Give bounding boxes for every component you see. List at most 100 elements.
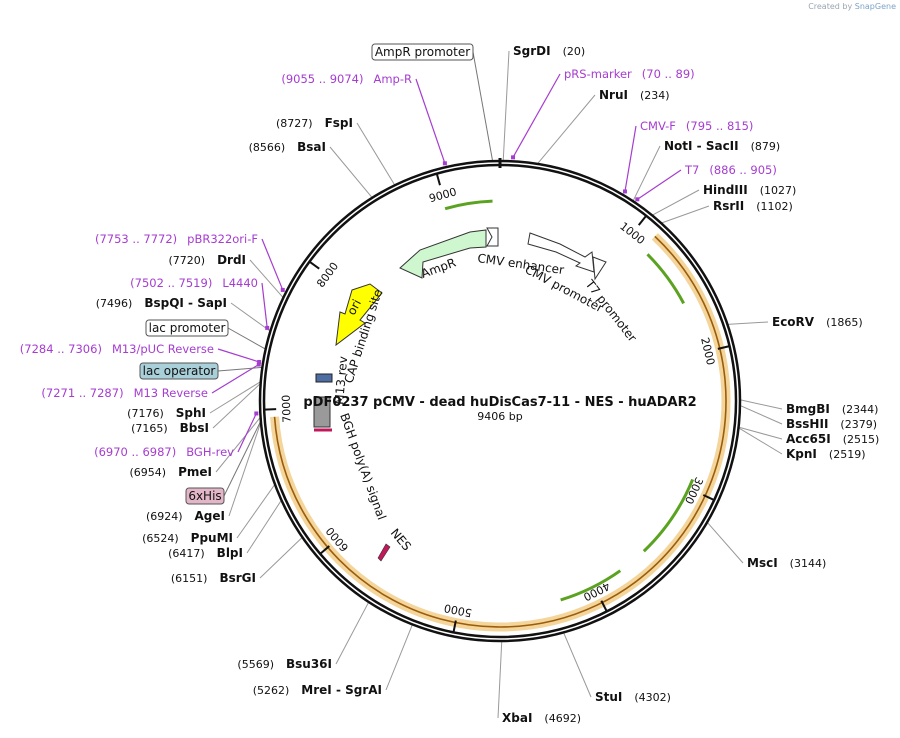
site-fspi: (8727)FspI xyxy=(276,116,353,130)
site-agei: (6924)AgeI xyxy=(146,509,225,523)
tick-3000 xyxy=(702,494,715,501)
ori-arrow xyxy=(335,283,383,347)
primer-leader-cmv-f xyxy=(624,125,637,192)
site-bsrgi: (6151)BsrGI xyxy=(171,571,256,585)
site-leader-bsrgi xyxy=(259,536,303,579)
plasmid-name: pDF0237 pCMV - dead huDisCas7-11 - NES -… xyxy=(303,395,696,410)
site-blpi: (6417)BlpI xyxy=(168,546,243,560)
primer-leader-t7 xyxy=(637,169,682,200)
site-bbsi: (7165)BbsI xyxy=(131,421,209,435)
box-ampr-promoter xyxy=(371,43,474,61)
box-lac-operator xyxy=(139,362,219,380)
ampr-backbone-arrow xyxy=(444,199,493,211)
site-leader-fspi xyxy=(356,122,396,186)
primer-m13-reverse: (7271 .. 7287)M13 Reverse xyxy=(41,386,208,400)
site-mrei-sgrai: (5262)MreI - SgrAI xyxy=(253,683,382,697)
cds-band xyxy=(270,233,731,632)
site-kpni: KpnI(2519) xyxy=(786,447,865,461)
site-ecorv: EcoRV(1865) xyxy=(772,315,863,329)
site-leader-bsshii xyxy=(739,404,783,425)
tick-label-2000: 2000 xyxy=(698,336,717,366)
primer-mark-l4440 xyxy=(265,325,270,330)
site-leader-mrei-sgrai xyxy=(385,624,413,691)
m13-rev-label: M13 rev xyxy=(332,356,350,406)
site-leader-agei xyxy=(228,421,262,517)
primer-mark-pbr322ori-f xyxy=(280,287,285,292)
tick-2000 xyxy=(717,345,730,350)
tick-label-1000: 1000 xyxy=(617,220,647,248)
primer-mark-bgh-rev xyxy=(254,411,259,416)
green-arrow-3 xyxy=(560,569,622,602)
primer-pbr322ori-f: (7753 .. 7772)pBR322ori-F xyxy=(95,232,258,246)
site-leader-pmei xyxy=(215,416,261,473)
primer-leader-pbr322ori-f xyxy=(261,238,284,291)
site-leader-rsrii xyxy=(660,205,710,224)
primer-cmv-f: CMV-F(795 .. 815) xyxy=(640,119,753,133)
site-pmei: (6954)PmeI xyxy=(130,465,212,479)
tick-8000 xyxy=(308,260,320,270)
primer-labels: pRS-marker(70 .. 89) CMV-F(795 .. 815) T7(… xyxy=(20,67,777,459)
primer-mark-m13-reverse xyxy=(256,362,261,367)
restriction-sites: SgrDI(20)NruI(234)NotI - SacII(879)HindI… xyxy=(96,44,880,725)
primer-leader-prs-marker xyxy=(512,73,561,158)
primer-t7: T7(886 .. 905) xyxy=(684,163,777,177)
primer-leader-m13-puc-reverse xyxy=(217,348,260,363)
primer-bgh-rev: (6970 .. 6987)BGH-rev xyxy=(94,445,234,459)
green-arrow-1 xyxy=(646,253,685,305)
site-drdi: (7720)DrdI xyxy=(168,253,246,267)
box-label-lac-operator: lac operator xyxy=(143,364,216,378)
site-acc65i: Acc65I(2515) xyxy=(786,432,879,446)
site-leader-hindiii xyxy=(651,189,700,216)
tick-6000 xyxy=(319,545,330,555)
tick-4000 xyxy=(600,600,608,612)
snapgene-logo: SnapGene xyxy=(854,2,896,11)
lac-operator-glyph xyxy=(315,373,333,383)
box-label-lac-promoter: lac promoter xyxy=(149,321,226,335)
tick-5000 xyxy=(452,620,457,633)
primer-prs-marker: pRS-marker(70 .. 89) xyxy=(564,67,695,81)
box-leader-lac-operator xyxy=(217,366,263,372)
primer-leader-amp-r xyxy=(415,78,446,164)
site-leader-nrui xyxy=(536,94,596,165)
site-sphi: (7176)SphI xyxy=(127,406,206,420)
green-arrow-2 xyxy=(642,478,695,553)
snapgene-credit: Created by SnapGene xyxy=(808,2,896,11)
primer-mark-cmv-f xyxy=(622,189,627,194)
site-leader-acc65i xyxy=(738,426,783,440)
site-bsai: (8566)BsaI xyxy=(249,140,326,154)
site-leader-bspqi-sapi xyxy=(230,302,271,332)
site-leader-msci xyxy=(706,521,744,564)
primer-amp-r: (9055 .. 9074)Amp-R xyxy=(281,72,412,86)
site-leader-bsu36i xyxy=(335,601,370,665)
ampr-promoter-arrow xyxy=(486,227,499,247)
site-leader-ppumi xyxy=(236,483,276,539)
nes-glyph xyxy=(377,543,391,562)
site-leader-sphi xyxy=(209,381,262,414)
site-bspqi-sapi: (7496)BspQI - SapI xyxy=(96,296,227,310)
credit-prefix: Created by xyxy=(808,2,853,11)
site-nrui: NruI(234) xyxy=(599,88,670,102)
cds-line xyxy=(273,235,727,628)
tick-label-7000: 7000 xyxy=(280,395,294,423)
primer-leader-m13-reverse xyxy=(211,364,260,394)
site-leader-bbsi xyxy=(212,382,261,429)
site-bsshii: BssHII(2379) xyxy=(786,417,877,431)
primer-mark-prs-marker xyxy=(511,155,516,160)
site-rsrii: RsrII(1102) xyxy=(713,199,793,213)
primer-l4440: (7502 .. 7519)L4440 xyxy=(130,276,258,290)
site-leader-drdi xyxy=(249,259,284,299)
box-leader-6xhis xyxy=(223,420,262,497)
site-leader-kpni xyxy=(738,427,783,455)
site-leader-ecorv xyxy=(727,321,769,325)
box-label-6xhis: 6xHis xyxy=(188,489,221,503)
bgh-polya-glyph xyxy=(313,396,331,428)
feature-arcs xyxy=(270,199,731,632)
tick-label-9000: 9000 xyxy=(428,185,458,205)
box-lac-promoter xyxy=(145,319,229,337)
site-leader-bsai xyxy=(329,146,373,199)
site-leader-sgrdi xyxy=(502,50,510,162)
site-leader-xbai xyxy=(497,640,503,719)
site-leader-stui xyxy=(563,632,592,698)
